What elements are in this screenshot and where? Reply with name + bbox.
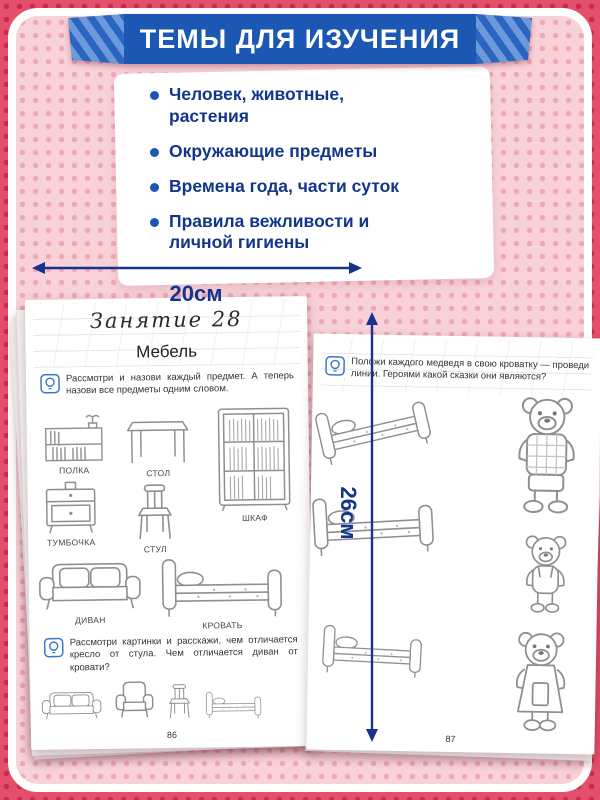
task-2-text: Рассмотри картинки и расскажи, чем отлич… bbox=[69, 634, 298, 674]
bed-drawing bbox=[158, 554, 285, 619]
height-dimension-arrow bbox=[366, 312, 378, 742]
bullet-icon bbox=[150, 91, 159, 100]
chair-drawing bbox=[133, 482, 176, 543]
book-left-page: Занятие 28 Мебель Рассмотри и назови каж… bbox=[24, 296, 314, 750]
nightstand-drawing bbox=[45, 481, 96, 534]
figure-bed: КРОВАТЬ bbox=[158, 554, 285, 631]
topic-text: Человек, животные, растения bbox=[169, 84, 344, 126]
list-item: Окружающие предметы bbox=[150, 141, 470, 163]
figure-label: ДИВАН bbox=[74, 614, 106, 626]
figure-label: ПОЛКА bbox=[59, 465, 90, 476]
sofa-drawing bbox=[36, 554, 143, 613]
figure-nightstand: ТУМБОЧКА bbox=[41, 479, 100, 548]
bullet-icon bbox=[150, 182, 159, 192]
bullet-icon bbox=[150, 217, 159, 227]
topic-text: Времена года, части суток bbox=[169, 175, 400, 196]
ribbon-end-left bbox=[68, 14, 124, 64]
figure-table: СТОЛ bbox=[125, 416, 192, 479]
width-dimension-arrow bbox=[32, 262, 362, 274]
lesson-title: Занятие 28 bbox=[89, 306, 243, 334]
shelf-drawing bbox=[44, 414, 103, 462]
height-dimension-label: 26см bbox=[336, 486, 361, 540]
task-2: Рассмотри картинки и расскажи, чем отлич… bbox=[44, 634, 298, 675]
figure-label: КРОВАТЬ bbox=[202, 619, 243, 631]
figure-shelf: ПОЛКА bbox=[42, 413, 105, 476]
figure-label: СТУЛ bbox=[143, 544, 167, 555]
idea-bulb-icon bbox=[44, 637, 64, 657]
small-armchair-drawing bbox=[114, 678, 155, 721]
baby-bear-drawing bbox=[513, 529, 579, 621]
topic-text: Правила вежливости и личной гигиены bbox=[169, 210, 370, 253]
table-drawing bbox=[126, 421, 189, 464]
list-item: Человек, животные, растения bbox=[150, 84, 470, 128]
ribbon-end-right bbox=[476, 14, 532, 64]
width-dimension-label: 20см bbox=[169, 281, 223, 306]
wardrobe-drawing bbox=[217, 407, 291, 511]
figure-bear-papa bbox=[502, 393, 590, 522]
idea-bulb-icon bbox=[40, 374, 60, 394]
bullet-icon bbox=[150, 147, 159, 157]
book-spread: Занятие 28 Мебель Рассмотри и назови каж… bbox=[9, 296, 600, 770]
task-1-text: Рассмотри и назови каждый предмет. А теп… bbox=[65, 370, 295, 397]
page-number-left: 86 bbox=[166, 729, 178, 741]
figure-bear-mama bbox=[501, 627, 581, 744]
figure-wardrobe: ШКАФ bbox=[216, 406, 292, 523]
small-sofa-drawing bbox=[40, 687, 102, 722]
figure-chair: СТУЛ bbox=[133, 482, 176, 555]
figure-label: ТУМБОЧКА bbox=[47, 537, 96, 548]
figure-label: СТОЛ bbox=[146, 467, 171, 479]
banner-ribbon: ТЕМЫ ДЛЯ ИЗУЧЕНИЯ bbox=[68, 14, 532, 64]
topic-text: Окружающие предметы bbox=[169, 140, 378, 161]
banner-title: ТЕМЫ ДЛЯ ИЗУЧЕНИЯ bbox=[139, 23, 461, 54]
topics-list: Человек, животные, растения Окружающие п… bbox=[150, 84, 470, 254]
task-bears-text: Положи каждого медведя в свою кроватку —… bbox=[350, 356, 590, 383]
papa-bear-drawing bbox=[502, 393, 590, 517]
figure-sofa: ДИВАН bbox=[36, 554, 143, 625]
figure-label: ШКАФ bbox=[241, 512, 268, 523]
mama-bear-drawing bbox=[501, 627, 581, 739]
figure-bear-baby bbox=[513, 529, 579, 626]
list-item: Времена года, части суток bbox=[150, 176, 470, 198]
list-item: Правила вежливости и личной гигиены bbox=[150, 211, 470, 255]
idea-bulb-icon bbox=[325, 356, 345, 376]
task-1: Рассмотри и назови каждый предмет. А теп… bbox=[40, 370, 294, 398]
banner-title-bar: ТЕМЫ ДЛЯ ИЗУЧЕНИЯ bbox=[124, 14, 476, 64]
small-bed-drawing bbox=[204, 690, 262, 720]
subject-title: Мебель bbox=[136, 341, 198, 362]
comparison-figures-row bbox=[40, 676, 303, 722]
small-chair-drawing bbox=[166, 683, 193, 720]
